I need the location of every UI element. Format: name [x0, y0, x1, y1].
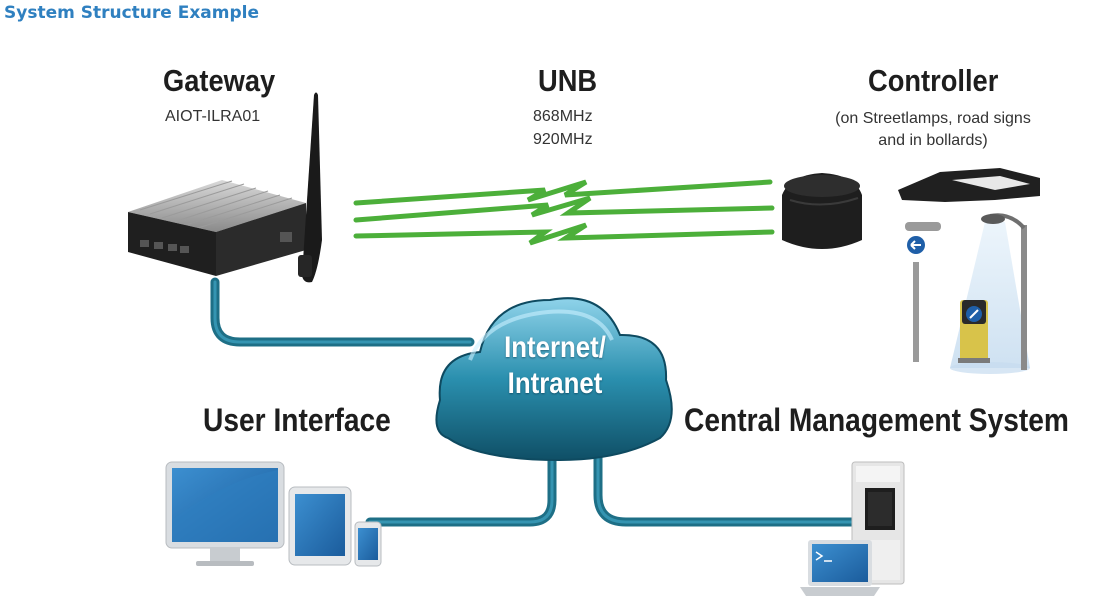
- road-sign-icon: [905, 222, 941, 362]
- controller-dome-icon: [782, 173, 862, 249]
- gateway-device-icon: [128, 180, 306, 276]
- cms-cable: [593, 440, 860, 527]
- antenna-icon: [298, 92, 322, 283]
- radio-wave-2: [353, 195, 775, 223]
- diagram-heading: System Structure Example: [4, 3, 260, 23]
- controller-title: Controller: [868, 63, 999, 98]
- user-interface-title: User Interface: [203, 402, 391, 438]
- radio-waves: [353, 179, 775, 246]
- controller-description-1: (on Streetlamps, road signs: [835, 110, 1031, 127]
- unb-title: UNB: [538, 63, 598, 98]
- radio-wave-1: [353, 179, 773, 206]
- gateway-cable: [210, 277, 475, 347]
- laptop-icon: [800, 540, 880, 596]
- gateway-model: AIOT-ILRA01: [165, 108, 261, 125]
- cloud-icon: [435, 297, 673, 462]
- phone-icon: [354, 521, 382, 567]
- unb-frequency-1: 868MHz: [533, 108, 593, 125]
- cloud-label-line-2: Intranet: [507, 367, 603, 400]
- desktop-monitor-icon: [165, 461, 285, 566]
- controller-description-2: and in bollards): [878, 132, 988, 149]
- streetlamp-head-icon: [898, 168, 1040, 202]
- cloud-label-line-1: Internet/: [504, 331, 606, 364]
- bollard-icon: [958, 300, 990, 363]
- cms-title: Central Management System: [684, 402, 1069, 438]
- radio-wave-3: [353, 222, 775, 246]
- gateway-title: Gateway: [163, 63, 276, 98]
- tablet-icon: [288, 486, 352, 566]
- cloud-label: Internet/ Intranet: [482, 330, 628, 402]
- unb-frequency-2: 920MHz: [533, 131, 593, 148]
